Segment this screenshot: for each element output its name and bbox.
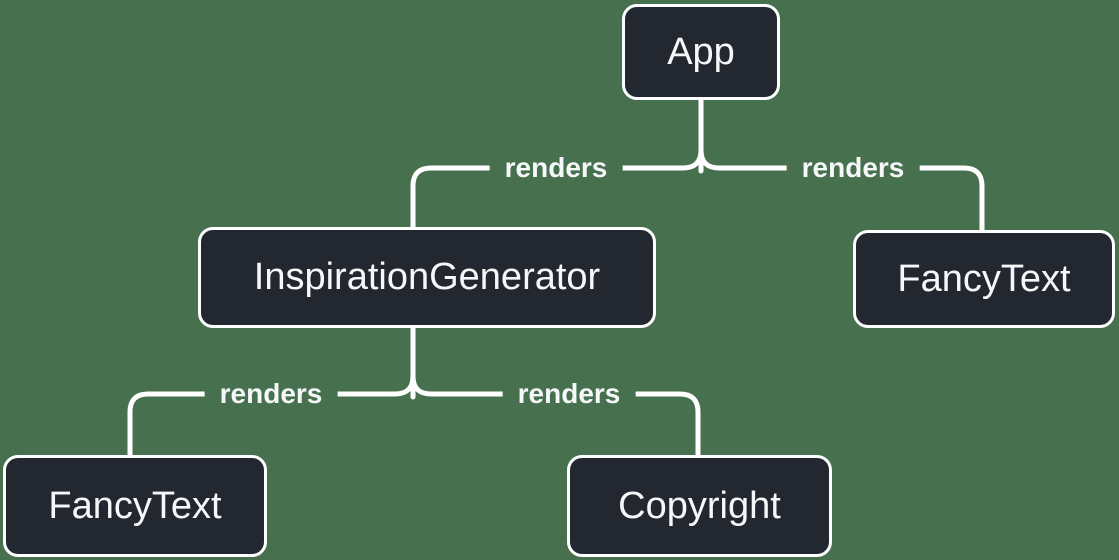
node-app: App — [622, 4, 780, 100]
edge-label-app-inspiration-generator: renders — [489, 149, 623, 187]
node-copyright: Copyright — [567, 455, 832, 557]
node-fancy-text-top-right: FancyText — [853, 230, 1115, 328]
node-inspiration-generator: InspirationGenerator — [198, 227, 656, 328]
edge-label-inspiration-generator-copyright: renders — [502, 375, 636, 413]
edge-label-inspiration-generator-fancy-text: renders — [204, 375, 338, 413]
edge-label-app-fancy-text: renders — [786, 149, 920, 187]
node-fancy-text-bottom-left: FancyText — [3, 455, 267, 557]
